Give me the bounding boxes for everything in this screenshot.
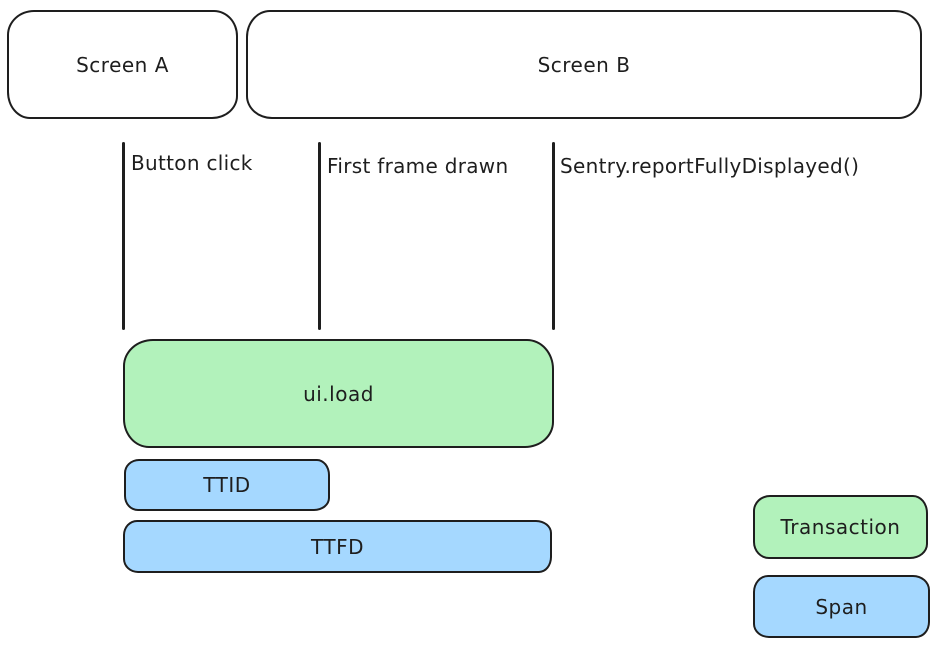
event-line-first-frame-drawn	[318, 142, 321, 330]
ttfd-bar-label: TTFD	[311, 534, 364, 559]
transaction-bar-ui-load: ui.load	[123, 339, 554, 448]
event-label-button-click: Button click	[131, 151, 253, 175]
span-bar-ttfd: TTFD	[123, 520, 552, 573]
event-label-first-frame-drawn: First frame drawn	[327, 154, 509, 178]
event-line-button-click	[122, 142, 125, 330]
screen-a-box: Screen A	[7, 10, 238, 119]
span-bar-ttid: TTID	[124, 459, 330, 511]
legend-transaction: Transaction	[753, 495, 928, 559]
screen-a-label: Screen A	[76, 52, 169, 77]
event-line-report-fully-displayed	[552, 142, 555, 330]
legend-transaction-label: Transaction	[780, 515, 901, 539]
screen-b-label: Screen B	[537, 52, 631, 77]
ttid-bar-label: TTID	[203, 473, 251, 497]
event-label-report-fully-displayed: Sentry.reportFullyDisplayed()	[560, 154, 860, 178]
transaction-bar-label: ui.load	[303, 381, 374, 406]
legend-span: Span	[753, 575, 930, 638]
screen-b-box: Screen B	[246, 10, 922, 119]
legend-span-label: Span	[815, 594, 868, 619]
